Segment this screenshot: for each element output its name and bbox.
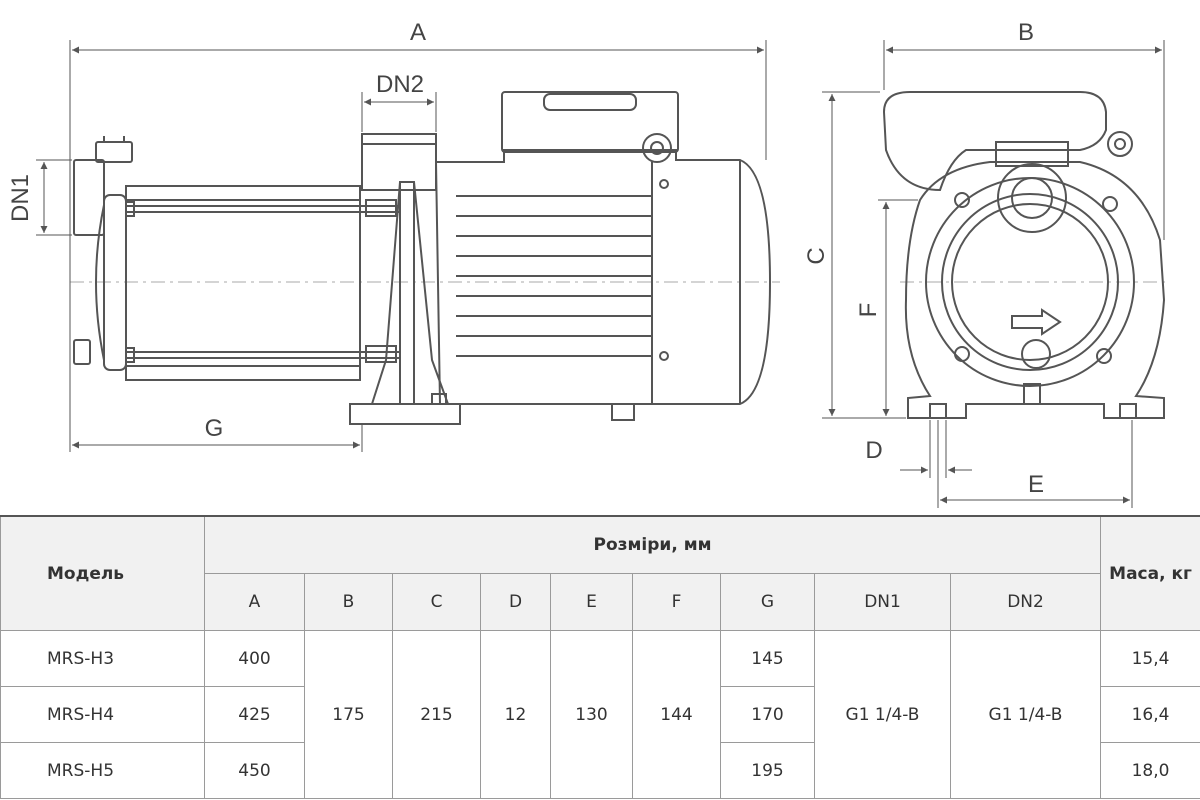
column-header-E: E [550, 573, 633, 631]
dim-label-G: G [205, 415, 224, 442]
column-header-C: C [392, 573, 481, 631]
cell-E: 130 [550, 630, 633, 799]
column-header-DN2: DN2 [949, 573, 1102, 631]
header-mass: Маса, кг [1100, 515, 1200, 631]
cell-A: 400 [204, 630, 305, 687]
dim-label-D: D [865, 437, 882, 464]
cell-A: 450 [204, 742, 305, 799]
cell-G: 170 [720, 686, 815, 743]
cell-model: MRS-H4 [0, 686, 205, 743]
side-view-dimensions [36, 40, 767, 452]
pump-dimension-drawing: A DN2 DN1 G [7, 19, 1170, 508]
cell-G: 145 [720, 630, 815, 687]
dim-label-C: C [803, 247, 830, 264]
front-view-dimensions [822, 40, 1165, 508]
dim-label-DN1: DN1 [7, 174, 34, 222]
cell-DN2: G1 1/4-B [949, 630, 1102, 799]
pump-side-view [70, 91, 780, 425]
header-dimensions: Розміри, мм [203, 515, 1102, 574]
cell-mass: 15,4 [1100, 630, 1200, 687]
cell-F: 144 [632, 630, 721, 799]
dim-label-A: A [410, 19, 426, 46]
column-header-D: D [480, 573, 551, 631]
cell-model: MRS-H3 [0, 630, 205, 687]
column-header-B: B [304, 573, 393, 631]
column-header-F: F [632, 573, 721, 631]
cell-A: 425 [204, 686, 305, 743]
dim-label-E: E [1028, 471, 1044, 498]
dim-label-B: B [1018, 19, 1034, 46]
cell-G: 195 [720, 742, 815, 799]
cell-DN1: G1 1/4-B [814, 630, 951, 799]
column-header-A: A [204, 573, 305, 631]
cell-C: 215 [392, 630, 481, 799]
header-model: Модель [0, 515, 205, 631]
cell-D: 12 [480, 630, 551, 799]
column-header-DN1: DN1 [814, 573, 951, 631]
table-row: MRS-H4 425 170 16,4 [0, 686, 1200, 743]
column-header-G: G [720, 573, 815, 631]
specifications-table: Модель Розміри, мм Маса, кг A B C D E F … [0, 515, 1200, 799]
dim-label-F: F [855, 303, 882, 318]
table-row: MRS-H3 400 175 215 12 130 144 145 G1 1/4… [0, 630, 1200, 799]
cell-mass: 16,4 [1100, 686, 1200, 743]
table-row: MRS-H5 450 195 18,0 [0, 742, 1200, 799]
cell-model: MRS-H5 [0, 742, 205, 799]
cell-mass: 18,0 [1100, 742, 1200, 799]
pump-front-view [882, 91, 1170, 419]
cell-B: 175 [304, 630, 393, 799]
dim-label-DN2: DN2 [376, 71, 424, 98]
